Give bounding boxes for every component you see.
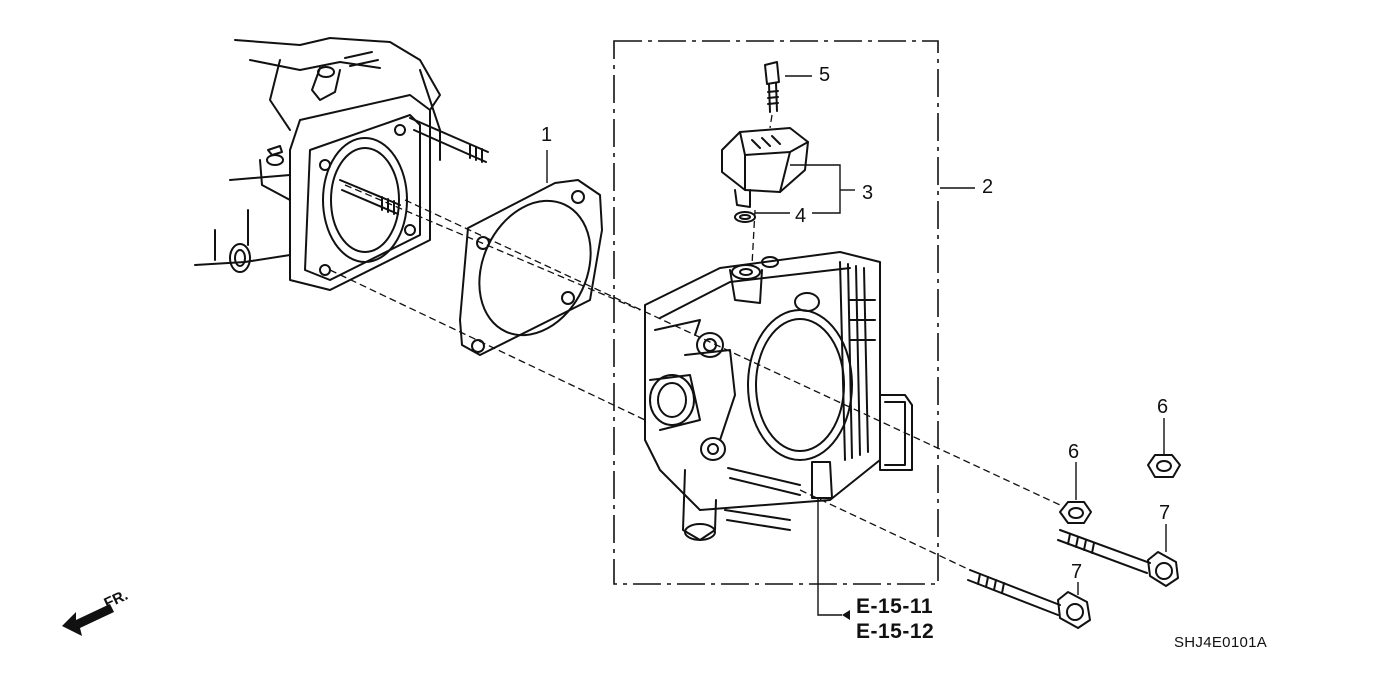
- leader-lines: [546, 75, 1167, 616]
- map-sensor: [721, 127, 809, 208]
- callout-4: 4: [795, 205, 807, 227]
- callout-6-upper: 6: [1157, 396, 1169, 418]
- assembly-lines: [329, 114, 1061, 571]
- flange-bolt-left: [967, 569, 1091, 629]
- flange-nut-upper: [1147, 454, 1181, 478]
- intake-manifold: [194, 37, 489, 291]
- callout-2: 2: [982, 176, 994, 198]
- reference-label-e-15-11: E-15-11: [856, 595, 934, 618]
- callout-7-left: 7: [1071, 561, 1083, 583]
- callout-5: 5: [819, 64, 831, 86]
- throttle-body: [644, 251, 913, 541]
- callout-3: 3: [862, 182, 874, 204]
- reference-label-e-15-12: E-15-12: [856, 620, 935, 643]
- flange-nut-lower: [1059, 501, 1092, 524]
- callout-6-lower: 6: [1068, 441, 1080, 463]
- drawing-code: SHJ4E0101A: [1174, 634, 1268, 651]
- gasket: [459, 179, 603, 356]
- callout-7-right: 7: [1159, 502, 1171, 524]
- flange-bolt-right: [1057, 529, 1179, 587]
- reference-arrowhead: [842, 610, 850, 620]
- o-ring: [734, 211, 756, 223]
- screw: [764, 61, 780, 113]
- assembly-frame: [613, 40, 939, 585]
- callout-1: 1: [541, 124, 553, 146]
- front-arrow-icon: [62, 604, 114, 636]
